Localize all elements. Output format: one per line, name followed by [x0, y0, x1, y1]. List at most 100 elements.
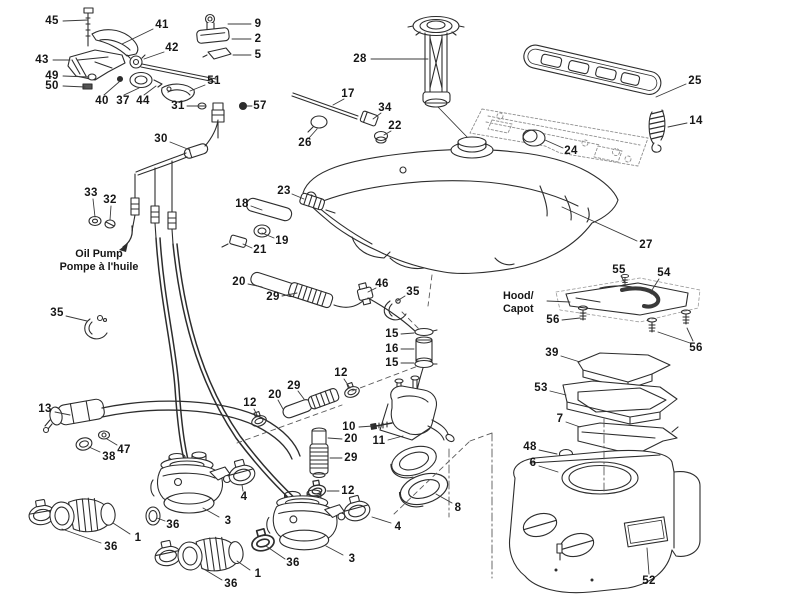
hood-note: Hood/ Capot — [503, 290, 534, 315]
leader-line — [667, 122, 688, 128]
leader-line — [538, 449, 558, 455]
leader-line — [560, 355, 581, 363]
callout-36: 36 — [166, 519, 180, 531]
leader-line — [247, 283, 263, 288]
leader-line — [400, 332, 415, 335]
fuel-gauge — [407, 15, 470, 140]
callout-40: 40 — [95, 95, 109, 107]
leader-line — [435, 493, 453, 504]
callout-51: 51 — [207, 75, 221, 87]
leader-line — [242, 243, 253, 249]
leader-line — [250, 205, 263, 211]
clamp-4b — [340, 492, 373, 525]
callout-53: 53 — [534, 382, 548, 394]
hood-note-line2: Capot — [503, 302, 534, 315]
callout-27: 27 — [639, 239, 653, 251]
hood-note-line1: Hood/ — [503, 290, 534, 302]
callout-54: 54 — [657, 267, 671, 279]
leader-line — [109, 205, 112, 221]
leader-line — [655, 83, 687, 98]
callout-4: 4 — [240, 491, 248, 503]
callout-32: 32 — [103, 194, 117, 206]
callout-6: 6 — [529, 457, 537, 469]
callout-24: 24 — [564, 145, 578, 157]
callout-9: 9 — [254, 18, 262, 30]
callout-3: 3 — [224, 515, 232, 527]
callout-14: 14 — [689, 115, 703, 127]
leader-line — [265, 545, 286, 560]
leader-line — [297, 390, 305, 400]
leader-line — [65, 315, 88, 322]
leader-line — [62, 85, 86, 88]
callout-18: 18 — [235, 198, 249, 210]
leader-line — [620, 275, 626, 284]
leader-line — [143, 51, 165, 60]
leader-line — [549, 390, 567, 396]
leader-line — [358, 425, 374, 428]
carburetor-1 — [150, 451, 232, 514]
callout-56: 56 — [689, 342, 703, 354]
leader-line — [327, 437, 343, 440]
callout-36: 36 — [224, 578, 238, 590]
leader-line — [92, 198, 96, 218]
leader-line — [202, 507, 220, 518]
clamp-36-right — [247, 526, 277, 554]
throttle-cable-assembly — [88, 119, 303, 508]
callout-57: 57 — [253, 100, 267, 112]
callout-5: 5 — [254, 49, 262, 61]
intake-elbow-left — [26, 494, 118, 537]
callout-10: 10 — [342, 421, 356, 433]
leader-line — [143, 85, 157, 96]
hood-latch-plate — [555, 273, 701, 333]
callout-17: 17 — [341, 88, 355, 100]
leader-line — [371, 516, 392, 524]
callout-36: 36 — [104, 541, 118, 553]
callout-36: 36 — [286, 557, 300, 569]
callout-11: 11 — [372, 435, 386, 447]
callout-35: 35 — [406, 286, 420, 298]
callout-2: 2 — [254, 33, 262, 45]
leader-line — [112, 522, 131, 535]
callout-12: 12 — [341, 485, 355, 497]
callout-47: 47 — [117, 444, 131, 456]
callout-34: 34 — [378, 102, 392, 114]
oil-pump-note-line1: Oil Pump — [75, 248, 123, 260]
leader-line — [651, 278, 660, 291]
callout-56: 56 — [546, 314, 560, 326]
leader-line — [241, 484, 244, 492]
leader-line — [561, 206, 638, 242]
seat-stack — [558, 352, 679, 466]
leader-line — [343, 378, 351, 389]
callout-31: 31 — [171, 100, 185, 112]
callout-20: 20 — [232, 276, 246, 288]
callout-23: 23 — [277, 185, 291, 197]
leader-line — [103, 81, 120, 96]
callout-13: 13 — [38, 403, 52, 415]
leader-line — [686, 327, 694, 342]
callout-16: 16 — [385, 343, 399, 355]
leader-line — [561, 317, 581, 321]
intake-elbow-mid — [151, 533, 246, 577]
leader-line — [61, 528, 102, 544]
callout-38: 38 — [102, 451, 116, 463]
leader-line — [88, 446, 101, 453]
callout-22: 22 — [388, 120, 402, 132]
leader-line — [201, 567, 223, 581]
leader-line — [646, 547, 650, 575]
fuel-tank — [302, 136, 619, 274]
leader-line — [546, 300, 571, 303]
callout-43: 43 — [35, 54, 49, 66]
airbox — [508, 449, 701, 594]
leader-line — [325, 545, 344, 556]
clamp-36-carb1 — [145, 506, 161, 526]
leader-line — [565, 421, 581, 428]
callout-46: 46 — [375, 278, 389, 290]
fuel-line-13 — [42, 398, 301, 460]
callout-19: 19 — [275, 235, 289, 247]
leader-line — [387, 435, 404, 441]
callout-42: 42 — [165, 42, 179, 54]
leader-line — [253, 408, 259, 418]
leader-line — [544, 139, 564, 149]
callout-12: 12 — [243, 397, 257, 409]
leader-line — [261, 232, 275, 239]
